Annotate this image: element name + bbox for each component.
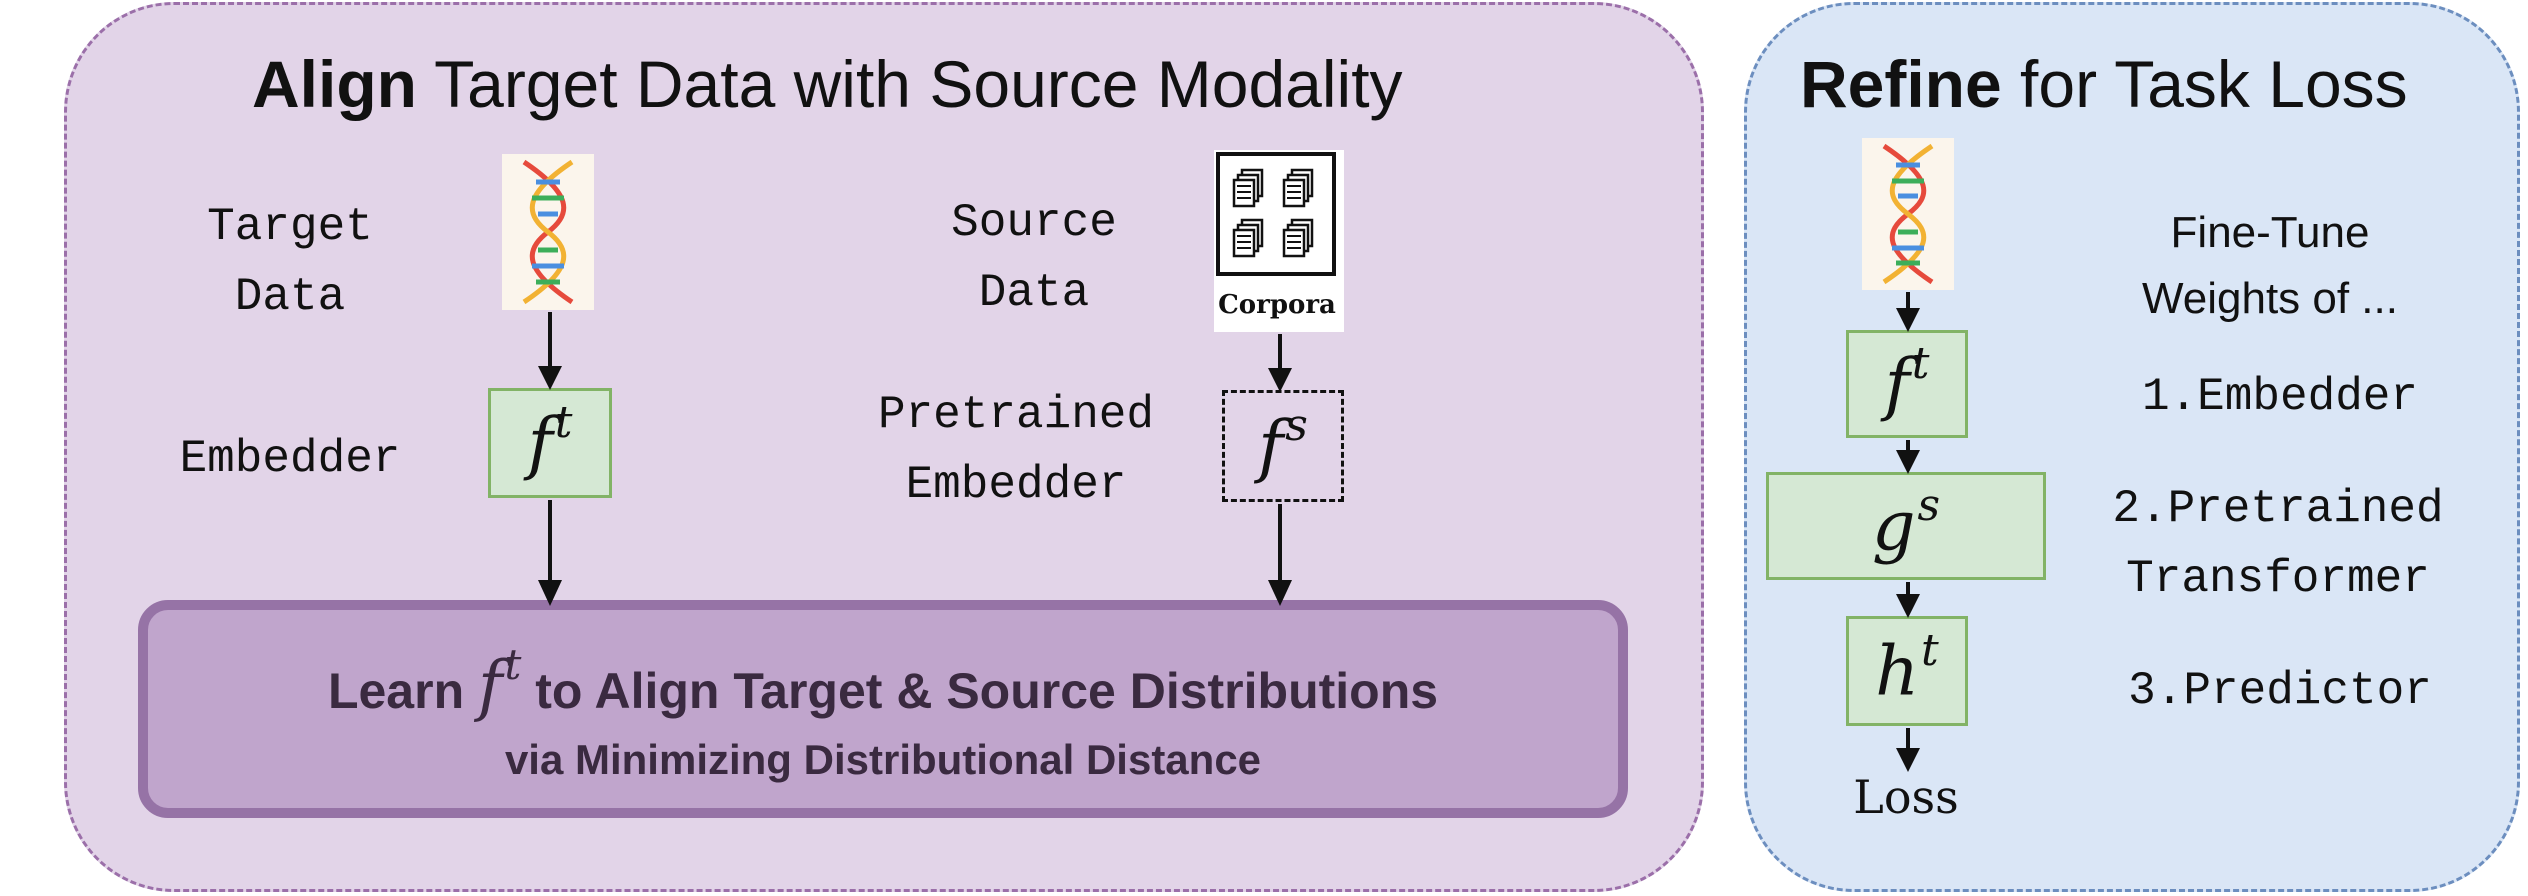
dna-icon bbox=[1862, 138, 1954, 290]
align-panel-title: Align Target Data with Source Modality bbox=[252, 46, 1403, 122]
gs-sup: s bbox=[1917, 480, 1941, 532]
objective-line2: via Minimizing Distributional Distance bbox=[504, 736, 1262, 783]
item2-line1: 2.Pretrained bbox=[2112, 483, 2444, 535]
source-data-line2: Data bbox=[978, 267, 1090, 319]
finetune-line2: Weights of ... bbox=[2142, 274, 2398, 323]
ht-base: h bbox=[1875, 632, 1920, 712]
corpora-label: Corpora bbox=[1218, 290, 1336, 320]
finetune-heading: Fine-Tune Weights of ... bbox=[2080, 200, 2460, 332]
source-data-line1: Source bbox=[951, 197, 1117, 249]
pretrained-embedder-label: Pretrained Embedder bbox=[846, 380, 1186, 520]
objective-math-base: f bbox=[478, 647, 503, 724]
align-objective-box: Learn ft to Align Target & Source Distri… bbox=[138, 600, 1628, 818]
embedder-label: Embedder bbox=[179, 433, 401, 485]
pretrained-line1: Pretrained bbox=[877, 389, 1155, 441]
ft-sup: t bbox=[554, 397, 573, 449]
gs-base: g bbox=[1871, 487, 1916, 567]
item2-line2: Transformer bbox=[2126, 553, 2430, 605]
align-title-rest: Target Data with Source Modality bbox=[416, 47, 1403, 121]
refine-title-rest: for Task Loss bbox=[2001, 47, 2408, 121]
refine-ft-base: f bbox=[1884, 345, 1910, 425]
corpora-icon-group: Corpora bbox=[1214, 150, 1344, 332]
target-data-line1: Target bbox=[207, 201, 373, 253]
target-data-line2: Data bbox=[234, 271, 346, 323]
source-data-label: Source Data bbox=[904, 188, 1164, 328]
finetune-line1: Fine-Tune bbox=[2170, 208, 2370, 257]
refine-title-bold: Refine bbox=[1800, 47, 2002, 121]
ht-sup: t bbox=[1921, 625, 1939, 677]
refine-embedder-box: ft bbox=[1846, 330, 1968, 438]
fs-sup: s bbox=[1285, 400, 1308, 452]
objective-prefix: Learn bbox=[327, 663, 479, 719]
pretrained-line2: Embedder bbox=[905, 459, 1127, 511]
gs-symbol: gs bbox=[1872, 484, 1940, 562]
ht-symbol: ht bbox=[1875, 629, 1938, 707]
objective-line1: Learn ft to Align Target & Source Distri… bbox=[148, 644, 1618, 720]
refine-panel-title: Refine for Task Loss bbox=[1800, 46, 2408, 122]
target-data-label: Target Data bbox=[160, 192, 420, 332]
refine-ft-symbol: ft bbox=[1885, 342, 1930, 420]
ft-symbol: ft bbox=[528, 401, 573, 479]
ft-base: f bbox=[527, 404, 553, 484]
finetune-item-transformer: 2.Pretrained Transformer bbox=[2068, 474, 2488, 614]
dna-icon bbox=[502, 154, 594, 310]
objective-suffix: to Align Target & Source Distributions bbox=[521, 663, 1439, 719]
align-title-bold: Align bbox=[252, 47, 417, 121]
loss-label: Loss bbox=[1853, 770, 1959, 824]
predictor-box: ht bbox=[1846, 616, 1968, 726]
objective-math: ft bbox=[478, 644, 521, 724]
target-embedder-box: ft bbox=[488, 388, 612, 498]
documents-icon bbox=[1216, 152, 1336, 276]
fs-base: f bbox=[1258, 407, 1284, 487]
finetune-item-embedder: 1.Embedder bbox=[2141, 371, 2419, 423]
pretrained-transformer-box: gs bbox=[1766, 472, 2046, 580]
refine-panel bbox=[1744, 2, 2520, 892]
objective-math-sup: t bbox=[504, 640, 522, 689]
source-embedder-box: fs bbox=[1222, 390, 1344, 502]
fs-symbol: fs bbox=[1258, 404, 1308, 482]
refine-ft-sup: t bbox=[1911, 338, 1930, 390]
finetune-item-predictor: 3.Predictor bbox=[2128, 665, 2432, 717]
